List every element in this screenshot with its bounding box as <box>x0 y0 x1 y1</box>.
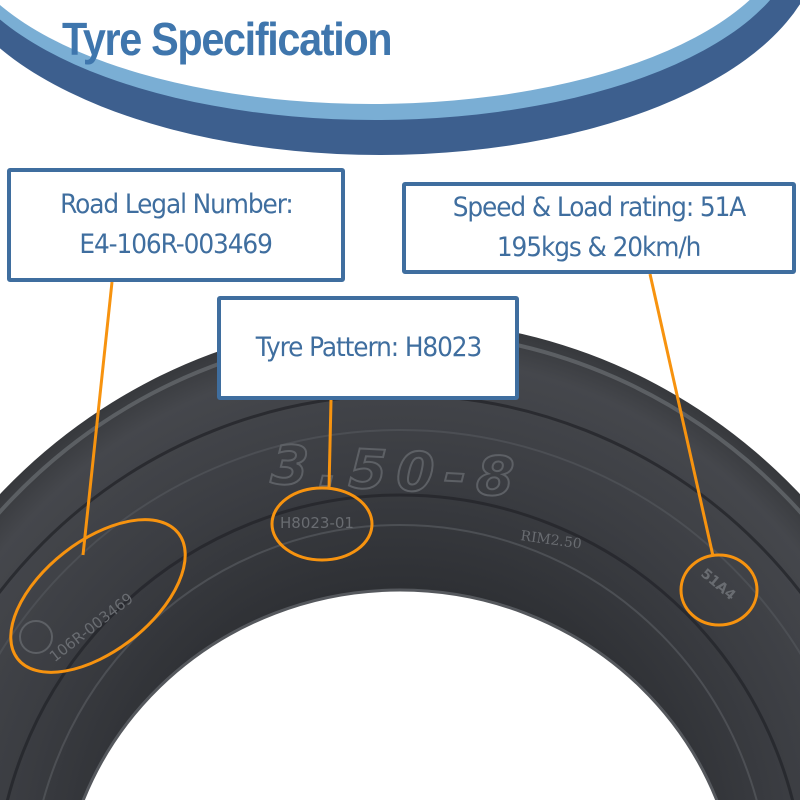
speed-load-leader-line <box>648 273 715 557</box>
pattern-highlight-ellipse <box>270 486 374 562</box>
tyre-size-marking: 3.50-8 <box>269 433 525 509</box>
speed-load-highlight-ellipse <box>679 553 759 627</box>
leader-lines <box>9 273 759 674</box>
road-legal-highlight-ellipse <box>9 518 187 674</box>
header-arc-icon <box>0 0 800 155</box>
road-legal-label: Road Legal Number: <box>59 189 294 220</box>
speed-load-label: Speed & Load rating: 51A <box>452 192 747 223</box>
road-legal-value: E4-106R-003469 <box>79 229 274 260</box>
speed-load-rating-callout: Speed & Load rating: 51A 195kgs & 20km/h <box>402 182 796 274</box>
page-title: Tyre Specification <box>62 13 393 65</box>
tyre-pattern-callout: Tyre Pattern: H8023 <box>217 296 519 400</box>
road-legal-number-callout: Road Legal Number: E4-106R-003469 <box>7 168 345 282</box>
pattern-leader-line <box>327 399 333 490</box>
tyre-pattern-label: Tyre Pattern: H8023 <box>255 332 482 363</box>
tyre-icon: 3.50-8 H8023-01 RIM2.50 106R-003469 51A4 <box>0 320 800 800</box>
road-legal-leader-line <box>81 281 114 556</box>
pattern-code-marking: H8023-01 <box>280 514 354 532</box>
speed-load-value: 195kgs & 20km/h <box>497 232 702 263</box>
e-mark-icon <box>19 620 53 654</box>
